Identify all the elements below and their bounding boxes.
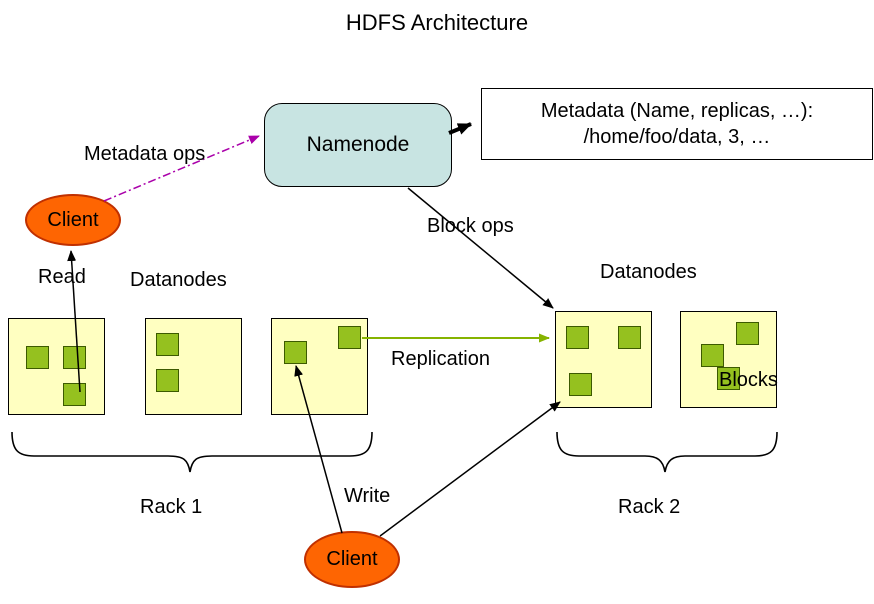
block: [26, 346, 49, 369]
datanodes-left-label: Datanodes: [130, 269, 227, 291]
block: [63, 383, 86, 406]
datanodes-right-label: Datanodes: [600, 261, 697, 283]
block-ops-arrow: [407, 187, 554, 309]
read-label: Read: [38, 266, 86, 288]
rack1-brace: [11, 431, 373, 473]
write-client-ellipse: Client: [304, 531, 400, 588]
diagram-title: HDFS Architecture: [345, 10, 529, 35]
block: [566, 326, 589, 349]
block-ops-label: Block ops: [427, 215, 514, 237]
read-client-label: Client: [47, 208, 99, 231]
block: [63, 346, 86, 369]
block: [736, 322, 759, 345]
datanode-box: [680, 311, 777, 408]
block: [338, 326, 361, 349]
metadata-ops-label: Metadata ops: [84, 143, 206, 165]
block: [618, 326, 641, 349]
block: [569, 373, 592, 396]
write-label: Write: [344, 485, 391, 507]
block: [717, 367, 740, 390]
block: [156, 369, 179, 392]
read-client-ellipse: Client: [25, 194, 121, 246]
datanode-box: [555, 311, 652, 408]
rack2-label: Rack 2: [618, 496, 681, 518]
write-client-label: Client: [326, 548, 378, 570]
rack1-label: Rack 1: [140, 496, 203, 518]
rack2-brace: [556, 431, 778, 473]
block: [701, 344, 724, 367]
datanode-box: [271, 318, 368, 415]
namenode-box: Namenode: [264, 103, 452, 187]
datanode-box: [8, 318, 105, 415]
block: [284, 341, 307, 364]
datanode-box: [145, 318, 242, 415]
write-arrow-to-rack2: [379, 401, 561, 537]
replication-label: Replication: [391, 348, 490, 370]
namenode-to-metadata-arrow: [448, 122, 472, 135]
blocks-label: Blocks: [719, 369, 778, 391]
metadata-line-1: Metadata (Name, replicas, …):: [540, 100, 814, 122]
namenode-label: Namenode: [306, 133, 410, 156]
metadata-box: Metadata (Name, replicas, …): /home/foo/…: [481, 88, 873, 160]
block: [156, 333, 179, 356]
metadata-line-2: /home/foo/data, 3, …: [583, 126, 771, 148]
